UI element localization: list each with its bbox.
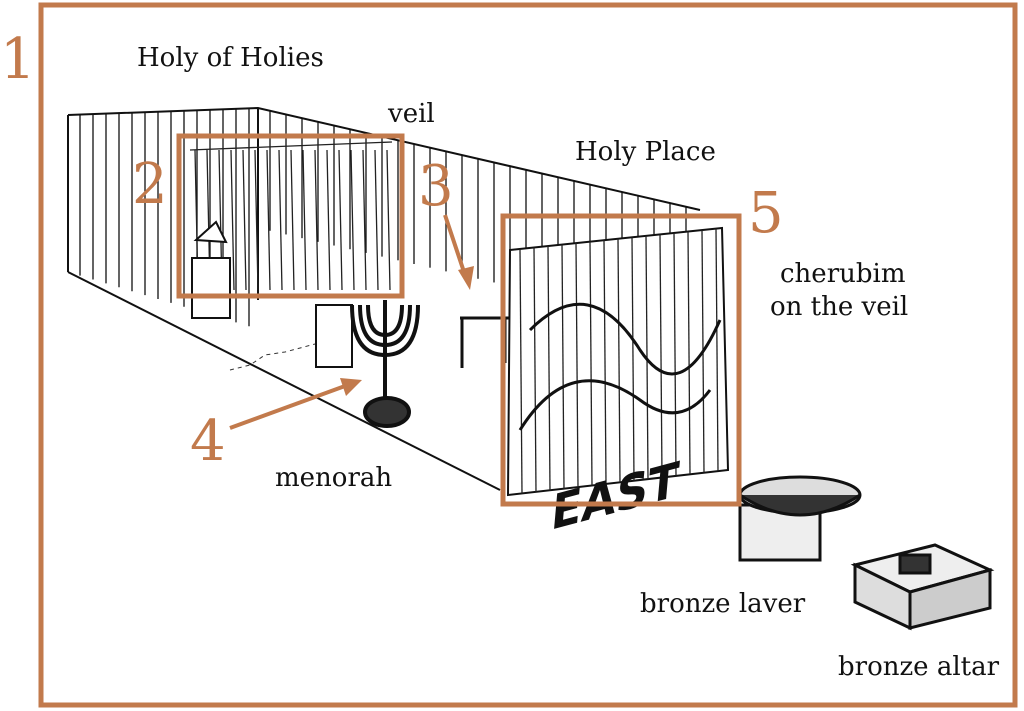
- arrow-4: [229, 384, 346, 430]
- veil-fold: [374, 149, 379, 291]
- box-5: [500, 213, 742, 507]
- veil-fold: [687, 231, 691, 475]
- menorah-drawing: [350, 300, 420, 428]
- veil-fold: [302, 149, 307, 291]
- marker-3: 3: [418, 154, 454, 219]
- veil-fold: [561, 244, 565, 489]
- veil-fold: [715, 228, 719, 471]
- veil-fold: [278, 149, 283, 291]
- veil-fold: [326, 149, 331, 291]
- label-bronze-altar: bronze altar: [838, 652, 1000, 682]
- label-bronze-laver: bronze laver: [640, 589, 806, 619]
- label-cherubim: cherubim: [780, 259, 905, 289]
- veil-fold: [575, 243, 579, 488]
- veil-fold: [338, 149, 343, 291]
- frame-1: [38, 2, 1018, 708]
- label-holy-place: Holy Place: [575, 137, 716, 167]
- veil-fold: [589, 241, 593, 486]
- altar-of-incense: [315, 304, 353, 368]
- veil-fold: [533, 247, 537, 493]
- veil-fold: [350, 149, 355, 291]
- veil-fold: [386, 149, 391, 291]
- annotations: [38, 2, 1018, 708]
- veil-fold: [631, 237, 635, 481]
- marker-1: 1: [0, 27, 36, 92]
- veil-fold: [603, 240, 607, 484]
- veil-fold: [362, 149, 367, 291]
- floor-path: [229, 343, 316, 371]
- marker-4: 4: [190, 409, 226, 474]
- veil-fold: [617, 238, 621, 483]
- veil-fold: [242, 149, 247, 291]
- veil-fold: [266, 149, 271, 291]
- box-2: [176, 133, 405, 299]
- veil-fold: [519, 248, 523, 494]
- veil-fold: [254, 149, 259, 291]
- front-veil: [506, 226, 730, 497]
- label-veil: veil: [387, 99, 435, 129]
- label-on-the-veil: on the veil: [770, 292, 908, 322]
- bronze-altar-drawing: [850, 543, 995, 631]
- veil-fold: [659, 234, 663, 478]
- veil-fold: [673, 232, 677, 476]
- ark-of-covenant: [191, 220, 231, 319]
- veil-fold: [290, 149, 295, 291]
- label-holy-of-holies: Holy of Holies: [137, 43, 324, 73]
- marker-5: 5: [748, 181, 784, 246]
- label-menorah: menorah: [275, 463, 392, 493]
- arrow-3: [443, 214, 467, 276]
- marker-2: 2: [132, 152, 168, 217]
- veil-fold: [314, 149, 319, 291]
- veil-fold: [547, 246, 551, 491]
- veil-fold: [230, 149, 235, 291]
- bronze-laver-drawing: [738, 475, 862, 562]
